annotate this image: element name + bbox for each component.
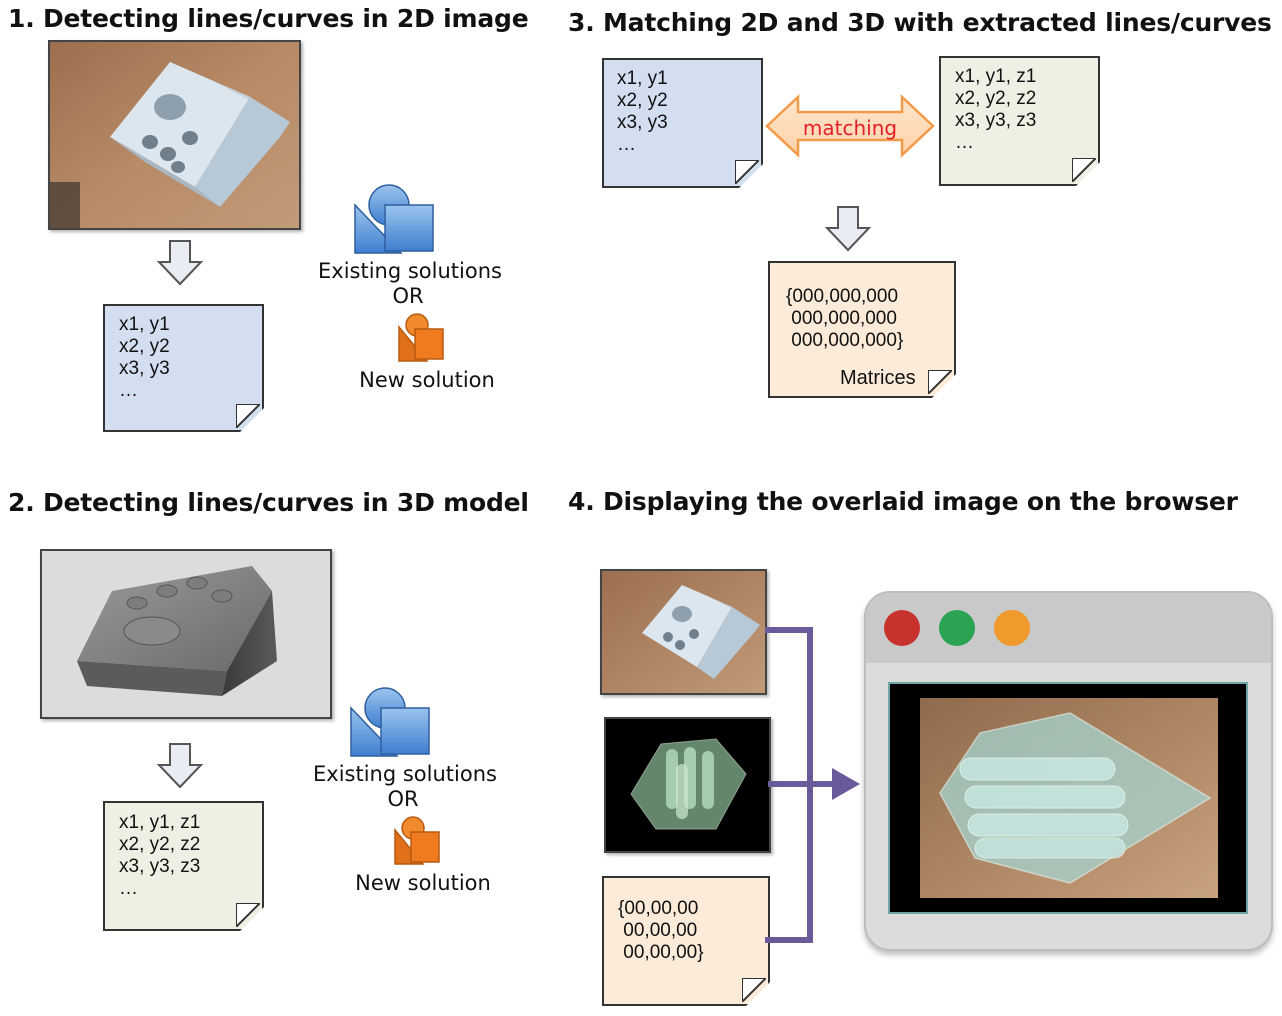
down-arrow-icon	[156, 743, 204, 789]
photo-thumbnail	[600, 569, 767, 695]
down-arrow-icon	[824, 206, 872, 252]
double-arrow-icon	[765, 94, 935, 158]
existing-solutions-label: Existing solutions	[318, 259, 502, 283]
step3-title: 3. Matching 2D and 3D with extracted lin…	[568, 8, 1272, 37]
minimize-dot-icon	[994, 610, 1030, 646]
shapes-icon-orange	[398, 313, 444, 362]
new-solution-label: New solution	[355, 871, 491, 895]
existing-solutions-label: Existing solutions	[313, 762, 497, 786]
browser-window-icon	[864, 591, 1273, 951]
step1-title: 1. Detecting lines/curves in 2D image	[8, 4, 529, 33]
matching-label: matching	[802, 116, 898, 140]
or-label: OR	[392, 284, 424, 308]
step4-title: 4. Displaying the overlaid image on the …	[568, 487, 1238, 516]
shapes-icon	[354, 184, 434, 254]
matrix-text: {000,000,000 000,000,000 000,000,000}	[786, 286, 904, 351]
shapes-icon-orange	[394, 816, 440, 865]
maximize-dot-icon	[939, 610, 975, 646]
coords-3d-text: x1, y1, z1 x2, y2, z2 x3, y3, z3 …	[955, 66, 1037, 153]
step2-title: 2. Detecting lines/curves in 3D model	[8, 488, 529, 517]
down-arrow-icon	[156, 240, 204, 286]
coords-2d-text: x1, y1 x2, y2 x3, y3 …	[617, 68, 668, 155]
close-dot-icon	[884, 610, 920, 646]
coords-2d-text: x1, y1 x2, y2 x3, y3 …	[119, 314, 170, 401]
model-3d-image	[40, 549, 332, 719]
browser-viewport	[888, 682, 1248, 914]
connector-lines	[765, 627, 860, 943]
new-solution-label: New solution	[359, 368, 495, 392]
matrix-small-text: {00,00,00 00,00,00 00,00,00}	[618, 898, 704, 963]
shapes-icon	[350, 687, 430, 757]
coords-3d-text: x1, y1, z1 x2, y2, z2 x3, y3, z3 …	[119, 812, 201, 899]
or-label: OR	[387, 787, 419, 811]
matrices-note	[768, 261, 956, 398]
browser-toolbar	[866, 593, 1271, 663]
model-render-thumbnail	[604, 717, 771, 853]
overlaid-image	[920, 698, 1218, 898]
matrices-label: Matrices	[840, 367, 916, 389]
photo-2d-image	[48, 40, 301, 230]
